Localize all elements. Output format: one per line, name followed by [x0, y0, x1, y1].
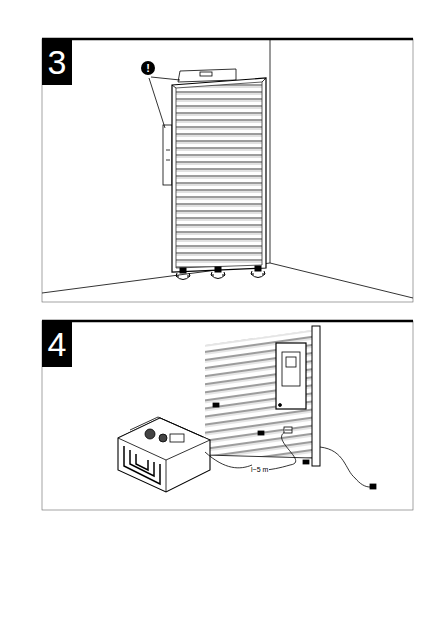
node-text: !: [146, 62, 150, 74]
node-text: 4: [48, 327, 67, 361]
node-text: 3: [48, 45, 67, 79]
step-number: 4: [42, 321, 72, 367]
step-number: 3: [42, 39, 72, 85]
warning-callout: !: [141, 61, 155, 75]
dimension-label: l~5 m: [250, 466, 269, 473]
